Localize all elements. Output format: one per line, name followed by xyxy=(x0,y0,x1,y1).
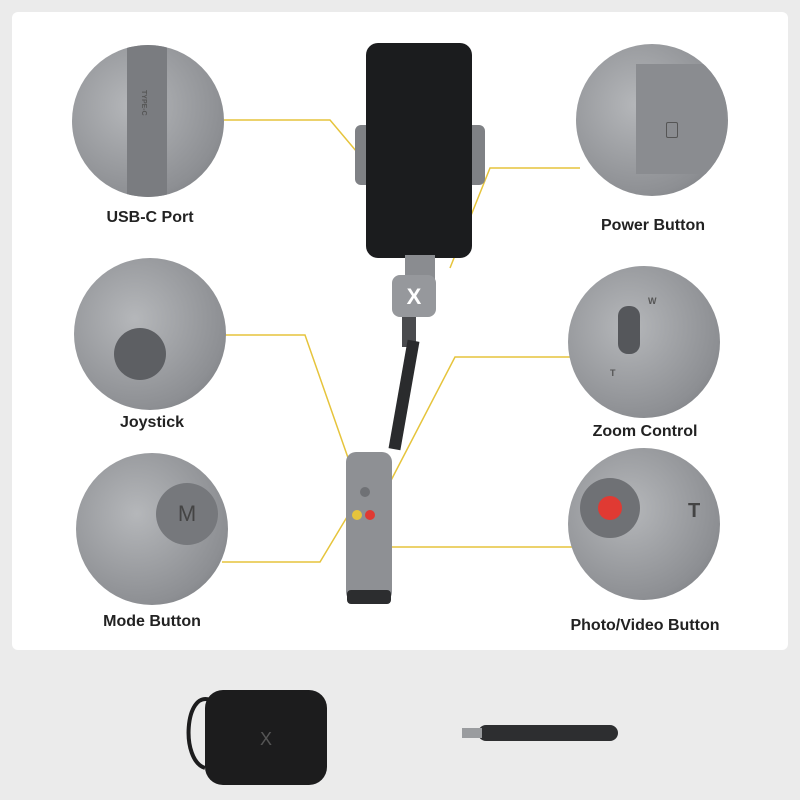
record-icon xyxy=(598,496,622,520)
type-c-text: TYPE-C xyxy=(140,90,147,116)
joystick-knob xyxy=(114,328,166,380)
power-icon xyxy=(666,122,678,138)
usb-c-port-label: USB-C Port xyxy=(106,209,194,226)
zoom-control-label: Zoom Control xyxy=(592,423,698,440)
zoom-rocker xyxy=(618,306,640,354)
x-logo: X xyxy=(407,284,422,309)
mode-button-label: Mode Button xyxy=(103,613,201,630)
joystick-label: Joystick xyxy=(119,414,185,431)
power-button-detail xyxy=(576,44,728,196)
t-text: T xyxy=(610,368,616,378)
mini-tripod xyxy=(462,725,618,741)
photo-video-button-label: Photo/Video Button xyxy=(570,617,720,634)
usb-c-port-detail: TYPE-C xyxy=(72,45,224,197)
power-button-label: Power Button xyxy=(601,217,705,234)
mode-button-m: M xyxy=(156,483,218,545)
t-text: T xyxy=(688,500,701,522)
gimbal-body: X xyxy=(346,43,485,604)
joystick-detail xyxy=(74,258,226,410)
carrying-case: X xyxy=(186,690,327,785)
zoom-control-detail: W T xyxy=(568,266,720,418)
photo-video-button-detail: T xyxy=(568,448,720,600)
mode-button-detail: M xyxy=(76,453,228,605)
svg-text:X: X xyxy=(260,729,272,749)
w-text: W xyxy=(648,296,657,306)
